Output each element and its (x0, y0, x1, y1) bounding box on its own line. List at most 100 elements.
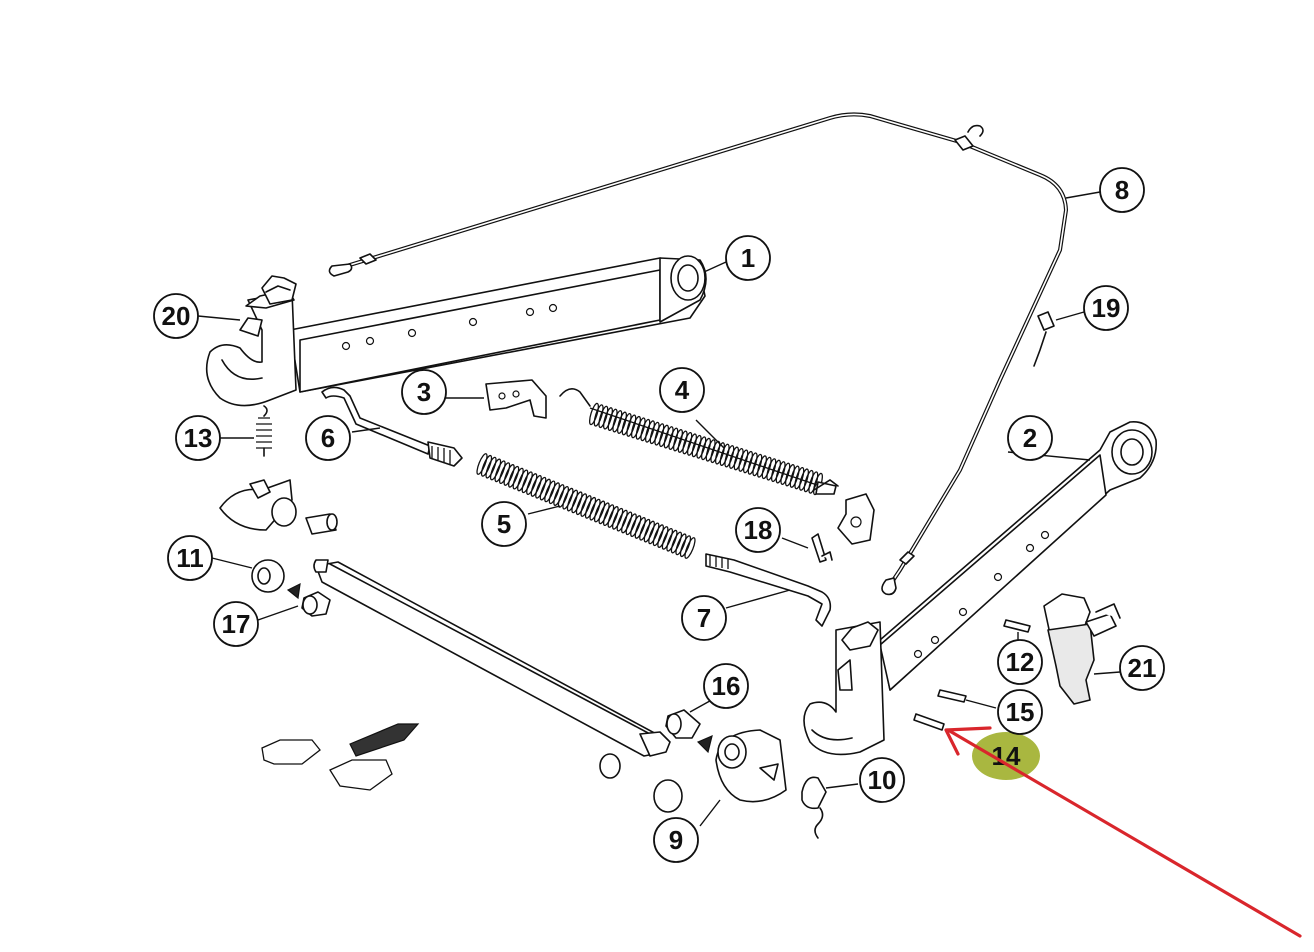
spring-coil (607, 408, 618, 432)
spring-coil (494, 460, 506, 483)
spring-coil (575, 493, 588, 516)
spring-coil (679, 535, 692, 558)
pin-part-18 (811, 533, 833, 563)
spring-coil (808, 471, 819, 494)
callout-number: 9 (669, 825, 683, 855)
callout-number: 21 (1128, 653, 1157, 683)
callout-circle (153, 293, 199, 339)
callout-circle (659, 367, 705, 413)
spring-coil (661, 527, 674, 550)
spring-coil (539, 478, 551, 501)
spring-coil (710, 440, 721, 464)
callout-number: 6 (321, 423, 335, 453)
spring-coil (684, 537, 696, 559)
spring-coil (498, 462, 511, 485)
spring-coil (598, 405, 609, 429)
spring-coil (489, 458, 502, 481)
spring-part-5 (476, 453, 696, 559)
spring-coil (803, 469, 814, 493)
pin-part-15 (937, 689, 967, 703)
callout-number: 16 (712, 671, 741, 701)
callout-number: 12 (1006, 647, 1035, 677)
callout-circle (997, 689, 1043, 735)
callout-circle (653, 817, 699, 863)
spring-coil (548, 482, 560, 505)
spring-coil (691, 434, 702, 458)
callout-4: 4 (659, 367, 705, 413)
spring-coil (621, 511, 633, 534)
spring-coil (658, 424, 670, 448)
highlight-marker-14 (972, 732, 1040, 780)
spring-coil (612, 507, 624, 530)
spring-coil (557, 485, 570, 508)
callout-number: 13 (184, 423, 213, 453)
callout-circle (481, 501, 527, 547)
spring-coil (770, 459, 782, 483)
callout-20: 20 (153, 293, 199, 339)
spring-coil (566, 489, 579, 512)
spring-coil (798, 468, 810, 491)
spring-coil (621, 413, 632, 436)
callout-5: 5 (481, 501, 527, 547)
lower-link-arm-part-2 (803, 421, 1157, 756)
spring-coil (670, 531, 683, 554)
callout-number: 10 (868, 765, 897, 795)
spring-coil (630, 515, 642, 537)
callout-circle (213, 601, 259, 647)
spring-coil (724, 445, 735, 468)
callout-circle (703, 663, 749, 709)
bushing-part-16 (665, 709, 701, 739)
spring-coil (682, 431, 693, 455)
callout-2: 2 (1007, 415, 1053, 461)
spring-coil (672, 429, 684, 452)
bracket-plate (837, 493, 875, 545)
spring-coil (652, 524, 664, 547)
stabilizer-bar (313, 559, 671, 779)
callout-number: 18 (744, 515, 773, 545)
spring-coil (553, 484, 565, 506)
spring-coil (571, 491, 583, 514)
callout-17: 17 (213, 601, 259, 647)
callout-number: 2 (1023, 423, 1037, 453)
spring-coil (535, 476, 547, 499)
spring-coil (602, 504, 615, 527)
spring-coil (719, 443, 730, 467)
callout-circle (997, 639, 1043, 685)
callout-14: 14 (992, 741, 1021, 771)
callout-circle (167, 535, 213, 581)
spring-coil (526, 473, 538, 495)
pin-part-12 (1003, 619, 1031, 633)
callout-circle (725, 235, 771, 281)
spring-coil (644, 420, 656, 443)
callout-number: 8 (1115, 175, 1129, 205)
bracket-part-3 (485, 379, 547, 419)
spring-coil (789, 465, 800, 488)
spring-coil (634, 517, 646, 539)
orientation-arrows (261, 723, 420, 791)
spring-coil (630, 415, 642, 439)
callout-18: 18 (735, 507, 781, 553)
spring-coil (663, 426, 674, 449)
spring-coil (625, 513, 637, 536)
rod-part-6 (321, 386, 463, 467)
callout-circle (1099, 167, 1145, 213)
pin-part-14 (913, 713, 945, 731)
annotation-arrow (944, 726, 1302, 938)
callout-circle (401, 369, 447, 415)
spring-coil (639, 518, 651, 541)
callout-number: 5 (497, 509, 511, 539)
callout-circle (735, 507, 781, 553)
spring-coil (530, 475, 542, 497)
callout-15: 15 (997, 689, 1043, 735)
spring-coil (635, 417, 646, 440)
callout-number: 17 (222, 609, 251, 639)
spring-coil (503, 464, 515, 486)
spring-coil (780, 462, 791, 485)
callout-21: 21 (1119, 645, 1165, 691)
spring-coil (794, 466, 805, 490)
small-spring-part-13 (256, 405, 272, 457)
spring-coil (612, 410, 623, 433)
spring-coil (649, 421, 660, 445)
